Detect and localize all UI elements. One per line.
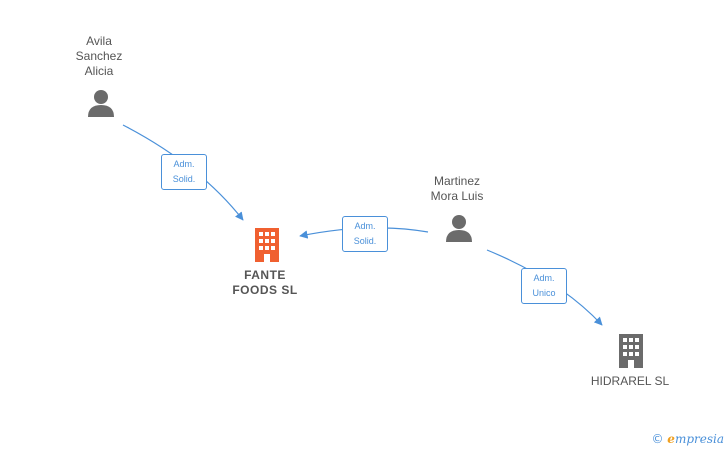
brand-initial: e — [667, 432, 675, 446]
person-icon[interactable] — [86, 88, 116, 118]
brand-name: mpresia — [674, 432, 724, 446]
person-icon[interactable] — [444, 213, 474, 243]
node-label-avila: Avila Sanchez Alicia — [75, 34, 123, 78]
node-label-martinez: Martinez Mora Luis — [430, 174, 484, 203]
copyright-symbol: © — [651, 432, 664, 446]
edge-label-avila-fante[interactable]: Adm. Solid. — [161, 154, 207, 190]
building-icon[interactable] — [253, 228, 281, 262]
edge-label-martinez-fante[interactable]: Adm. Solid. — [342, 216, 388, 252]
node-label-hidrarel: HIDRAREL SL — [590, 374, 670, 388]
building-icon[interactable] — [617, 334, 645, 368]
edge-label-martinez-hidrarel[interactable]: Adm. Unico — [521, 268, 567, 304]
brand-logo: © empresia — [651, 432, 724, 446]
node-label-fante: FANTE FOODS SL — [232, 268, 298, 297]
